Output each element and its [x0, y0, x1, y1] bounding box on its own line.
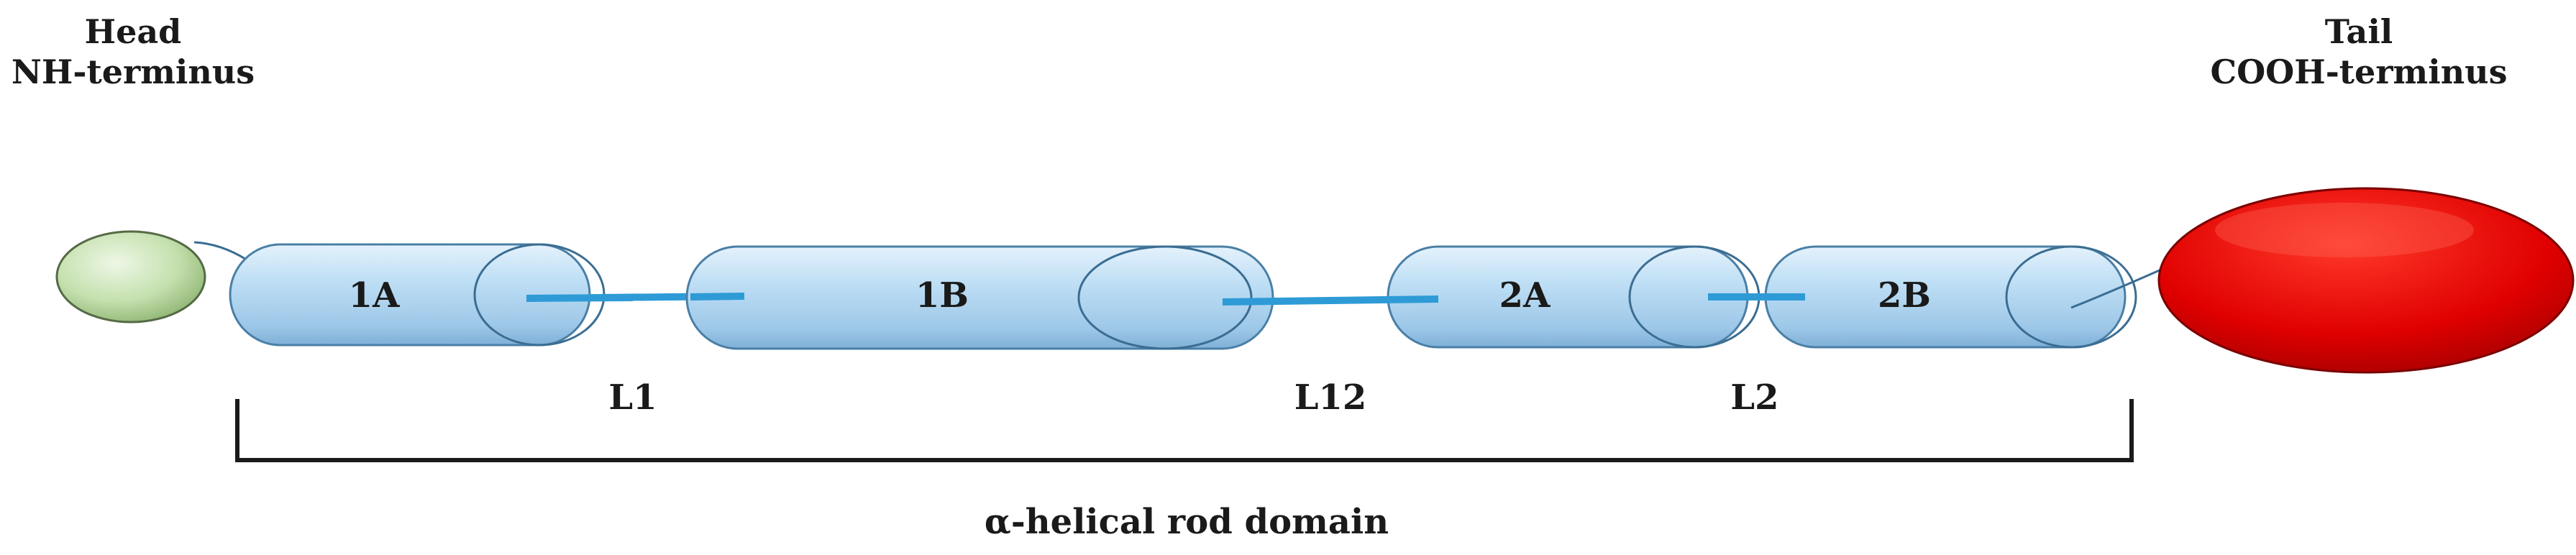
head-domain — [55, 230, 206, 324]
linker-end-l12 — [1222, 298, 1281, 306]
tail-connector — [2070, 268, 2162, 309]
head-title: Head — [84, 12, 182, 51]
segment-label-1b: 1B — [915, 275, 969, 316]
linker-label-l12: L12 — [1294, 377, 1367, 418]
tail-domain — [2157, 187, 2575, 374]
segment-1a — [229, 243, 606, 347]
tail-subtitle: COOH-terminus — [2210, 52, 2508, 91]
head-subtitle: NH-terminus — [11, 52, 255, 91]
segment-1b — [685, 245, 1274, 350]
rod-domain-bracket — [235, 399, 2134, 462]
linker-start-l12 — [1384, 295, 1439, 303]
tail-label: Tail COOH-terminus — [2157, 12, 2560, 92]
tail-title: Tail — [2324, 12, 2393, 51]
linker-label-l1: L1 — [608, 377, 657, 418]
segment-label-2b: 2B — [1878, 275, 1931, 316]
segment-label-1a: 1A — [348, 275, 400, 316]
linker-start-l1 — [690, 293, 745, 301]
segment-label-2a: 2A — [1499, 275, 1550, 316]
tail-highlight — [2215, 203, 2474, 257]
rod-domain-label: α-helical rod domain — [984, 502, 1389, 542]
segment-2b — [1764, 245, 2137, 349]
segment-2a — [1387, 245, 1760, 349]
linker-label-l2: L2 — [1730, 377, 1779, 418]
head-label: Head NH-terminus — [7, 12, 259, 92]
